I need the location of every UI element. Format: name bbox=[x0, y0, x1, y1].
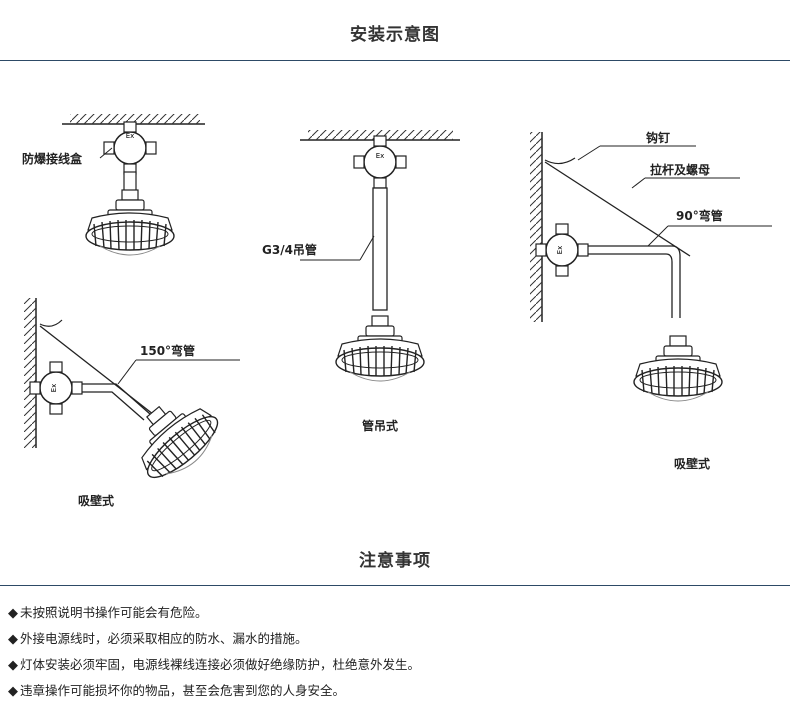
note-text: 外接电源线时，必须采取相应的防水、漏水的措施。 bbox=[20, 631, 308, 646]
notes-title: 注意事项 bbox=[359, 551, 431, 571]
bend-90-label: 90°弯管 bbox=[676, 208, 723, 223]
lamp-1 bbox=[85, 189, 175, 256]
ex-mark-4: Ex bbox=[50, 384, 58, 393]
caption-wall-right: 吸壁式 bbox=[674, 456, 710, 471]
tie-rod-nut-label: 拉杆及螺母 bbox=[650, 162, 710, 177]
wall-mount-150-diagram: Ex 150°弯管 吸壁式 bbox=[24, 298, 240, 508]
bend-150-label: 150°弯管 bbox=[140, 343, 195, 358]
ex-mark-2: Ex bbox=[376, 152, 385, 160]
tie-rod-3 bbox=[544, 161, 691, 257]
ex-mark-3: Ex bbox=[556, 246, 564, 255]
lamp-4 bbox=[118, 382, 230, 491]
notes-title-rule bbox=[0, 585, 790, 586]
diamond-bullet-icon: ◆ bbox=[8, 684, 18, 699]
junction-box-2 bbox=[353, 135, 407, 189]
wall-mount-90-diagram: Ex 钩钉 拉杆及螺母 90°弯管 吸壁式 bbox=[530, 130, 772, 471]
tie-rod-4 bbox=[39, 325, 159, 419]
note-text: 灯体安装必须牢固，电源线裸线连接必须做好绝缘防护，杜绝意外发生。 bbox=[20, 657, 421, 672]
notes-list: ◆未按照说明书操作可能会有危险。 ◆外接电源线时，必须采取相应的防水、漏水的措施… bbox=[8, 600, 788, 704]
install-title-rule bbox=[0, 60, 790, 61]
install-title: 安装示意图 bbox=[350, 25, 440, 45]
note-item: ◆违章操作可能损坏你的物品，甚至会危害到您的人身安全。 bbox=[8, 678, 788, 704]
lamp-2 bbox=[335, 315, 425, 382]
note-item: ◆未按照说明书操作可能会有危险。 bbox=[8, 600, 788, 626]
diamond-bullet-icon: ◆ bbox=[8, 658, 18, 673]
hook-nail-label: 钩钉 bbox=[646, 130, 670, 145]
caption-pipe-pendant: 管吊式 bbox=[362, 418, 398, 433]
ceiling-hatch-1 bbox=[70, 114, 200, 124]
g34-pipe bbox=[372, 187, 388, 311]
note-text: 未按照说明书操作可能会有危险。 bbox=[20, 605, 208, 620]
diamond-bullet-icon: ◆ bbox=[8, 606, 18, 621]
installation-diagram: Ex 防爆接线盒 Ex G3/4吊管 管吊式 Ex 钩钉 拉杆及螺母 bbox=[22, 114, 772, 508]
caption-wall-left: 吸壁式 bbox=[78, 493, 114, 508]
ceiling-mount-diagram: Ex 防爆接线盒 bbox=[22, 114, 205, 256]
diamond-bullet-icon: ◆ bbox=[8, 632, 18, 647]
note-text: 违章操作可能损坏你的物品，甚至会危害到您的人身安全。 bbox=[20, 683, 346, 698]
pipe-g34-label: G3/4吊管 bbox=[262, 242, 317, 257]
ex-mark-1: Ex bbox=[126, 132, 135, 140]
pipe-pendant-diagram: Ex G3/4吊管 管吊式 bbox=[262, 130, 460, 433]
lamp-3 bbox=[633, 335, 723, 402]
junction-box-label: 防爆接线盒 bbox=[22, 151, 83, 166]
note-item: ◆外接电源线时，必须采取相应的防水、漏水的措施。 bbox=[8, 626, 788, 652]
note-item: ◆灯体安装必须牢固，电源线裸线连接必须做好绝缘防护，杜绝意外发生。 bbox=[8, 652, 788, 678]
